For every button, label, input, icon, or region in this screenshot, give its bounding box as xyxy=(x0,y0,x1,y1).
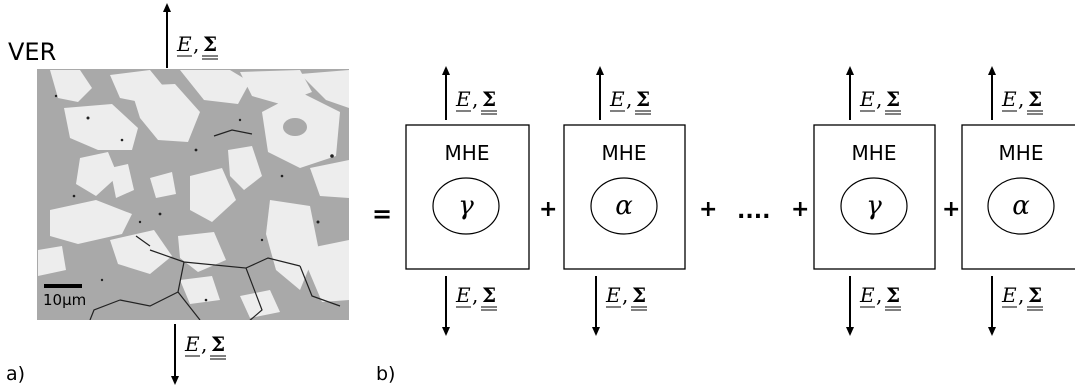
svg-text:,: , xyxy=(876,87,882,111)
svg-text:,: , xyxy=(472,283,478,307)
svg-text:,: , xyxy=(1018,283,1024,307)
ver-title: VER xyxy=(8,38,56,66)
panel-b-label: b) xyxy=(376,363,395,385)
panel-a-label: a) xyxy=(6,363,25,385)
svg-text:,: , xyxy=(193,32,199,56)
svg-text:Σ: Σ xyxy=(886,87,900,111)
svg-text:E: E xyxy=(1001,87,1017,111)
scale-bar-label: 10μm xyxy=(43,291,86,309)
svg-text:E: E xyxy=(455,283,471,307)
svg-text:Σ: Σ xyxy=(203,32,217,56)
svg-text:E: E xyxy=(176,32,192,56)
svg-text:E: E xyxy=(605,283,621,307)
mhe-cell-alpha-1: E , Σ MHE α E , Σ xyxy=(563,66,686,336)
mhe-cell-alpha-2: E , Σ MHE α E , Σ xyxy=(961,66,1075,336)
plus-sign: + xyxy=(791,197,809,222)
svg-text:Σ: Σ xyxy=(886,283,900,307)
phase-symbol: γ xyxy=(458,191,474,221)
phase-symbol: α xyxy=(1012,191,1030,221)
mhe-label: MHE xyxy=(852,141,897,165)
phase-symbol: α xyxy=(615,191,633,221)
svg-text:E: E xyxy=(184,332,200,356)
svg-text:E: E xyxy=(1001,283,1017,307)
micrograph-image: 10μm xyxy=(37,69,349,320)
arrowhead-up xyxy=(163,3,171,12)
load-label-top: E , Σ xyxy=(176,32,218,60)
phase-symbol: γ xyxy=(866,191,882,221)
mhe-cell-gamma-2: E , Σ MHE γ E , Σ xyxy=(813,66,936,336)
ellipsis: .... xyxy=(737,199,770,224)
svg-text:E: E xyxy=(609,87,625,111)
mhe-label: MHE xyxy=(999,141,1044,165)
mhe-label: MHE xyxy=(445,141,490,165)
svg-text:E: E xyxy=(455,87,471,111)
svg-text:E: E xyxy=(859,87,875,111)
plus-sign: + xyxy=(942,197,960,222)
svg-text:Σ: Σ xyxy=(482,283,496,307)
svg-text:Σ: Σ xyxy=(632,283,646,307)
load-label-bottom: E , Σ xyxy=(184,332,226,360)
plus-sign: + xyxy=(699,197,717,222)
panel-a: VER E , Σ xyxy=(6,3,349,385)
svg-text:,: , xyxy=(876,283,882,307)
svg-text:,: , xyxy=(622,283,628,307)
mhe-cell-gamma-1: E , Σ MHE γ E , Σ xyxy=(405,66,530,336)
equals-sign: = xyxy=(372,200,392,228)
panel-b: = E , Σ MHE γ E , Σ + xyxy=(372,66,1075,385)
svg-text:Σ: Σ xyxy=(1028,283,1042,307)
svg-text:,: , xyxy=(626,87,632,111)
plus-sign: + xyxy=(539,197,557,222)
svg-text:,: , xyxy=(1018,87,1024,111)
svg-text:E: E xyxy=(859,283,875,307)
svg-text:,: , xyxy=(201,332,207,356)
svg-text:Σ: Σ xyxy=(636,87,650,111)
svg-text:Σ: Σ xyxy=(482,87,496,111)
svg-text:Σ: Σ xyxy=(211,332,225,356)
mhe-label: MHE xyxy=(602,141,647,165)
svg-text:,: , xyxy=(472,87,478,111)
scale-bar xyxy=(44,284,82,288)
svg-text:Σ: Σ xyxy=(1028,87,1042,111)
arrowhead-down xyxy=(171,376,179,385)
